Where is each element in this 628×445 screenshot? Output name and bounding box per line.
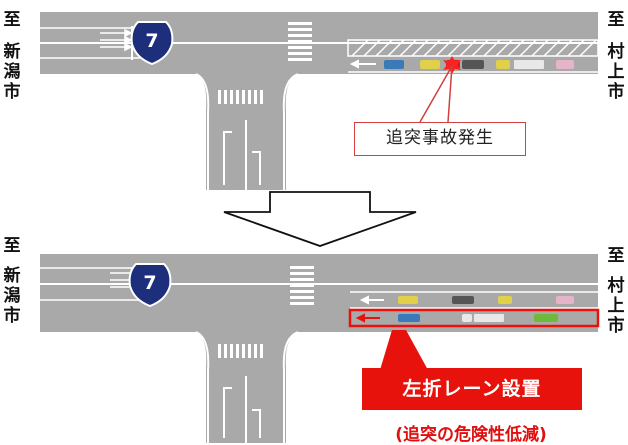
label-char: 市: [607, 316, 625, 336]
before-diagram: [40, 12, 599, 190]
label-char: 村: [607, 42, 625, 62]
crosswalk-side-top: [218, 90, 263, 104]
route-number-top: 7: [145, 30, 159, 52]
cars-top: [384, 60, 574, 69]
label-char: 至: [607, 10, 625, 30]
label-char: 村: [607, 276, 625, 296]
crosswalk-side-bottom: [218, 344, 263, 358]
destination-murakami-bottom: 至 村 上 市: [606, 246, 626, 336]
crash-burst-icon: [443, 56, 461, 74]
label-char: 市: [3, 306, 21, 326]
destination-niigata-bottom: 至 新 潟 市: [2, 236, 22, 326]
main-road: [40, 254, 598, 332]
after-diagram: [40, 254, 600, 443]
label-char: 潟: [3, 286, 21, 306]
route-shield-bottom: [128, 263, 172, 308]
route-shield-top: [130, 21, 174, 66]
cars-bottom-left-turn: [398, 314, 558, 322]
left-turn-lane: [348, 308, 600, 328]
label-char: 市: [3, 82, 21, 102]
cars-bottom-through: [398, 296, 574, 304]
label-char: 新: [3, 266, 21, 286]
left-turn-lane-label: 左折レーン設置: [362, 368, 582, 410]
label-char: 上: [607, 62, 625, 82]
label-char: 潟: [3, 62, 21, 82]
crosswalk-east-top: [288, 22, 312, 61]
label-char: 上: [607, 296, 625, 316]
transition-arrow: [223, 191, 417, 247]
destination-niigata-top: 至 新 潟 市: [2, 10, 22, 102]
crosswalk-east-bottom: [290, 266, 314, 305]
destination-murakami-top: 至 村 上 市: [606, 10, 626, 102]
label-char: 至: [607, 246, 625, 266]
route-number-bottom: 7: [143, 272, 157, 294]
label-char: 至: [3, 236, 21, 256]
lane-arrows-top: [100, 28, 133, 52]
risk-reduction-label: (追突の危険性低減): [395, 425, 547, 445]
label-char: 至: [3, 10, 21, 30]
label-char: 新: [3, 42, 21, 62]
left-arrow-top: [349, 59, 376, 69]
label-char: 市: [607, 82, 625, 102]
hatched-zone-top: [347, 39, 599, 57]
accident-callout: 追突事故発生: [354, 122, 526, 156]
